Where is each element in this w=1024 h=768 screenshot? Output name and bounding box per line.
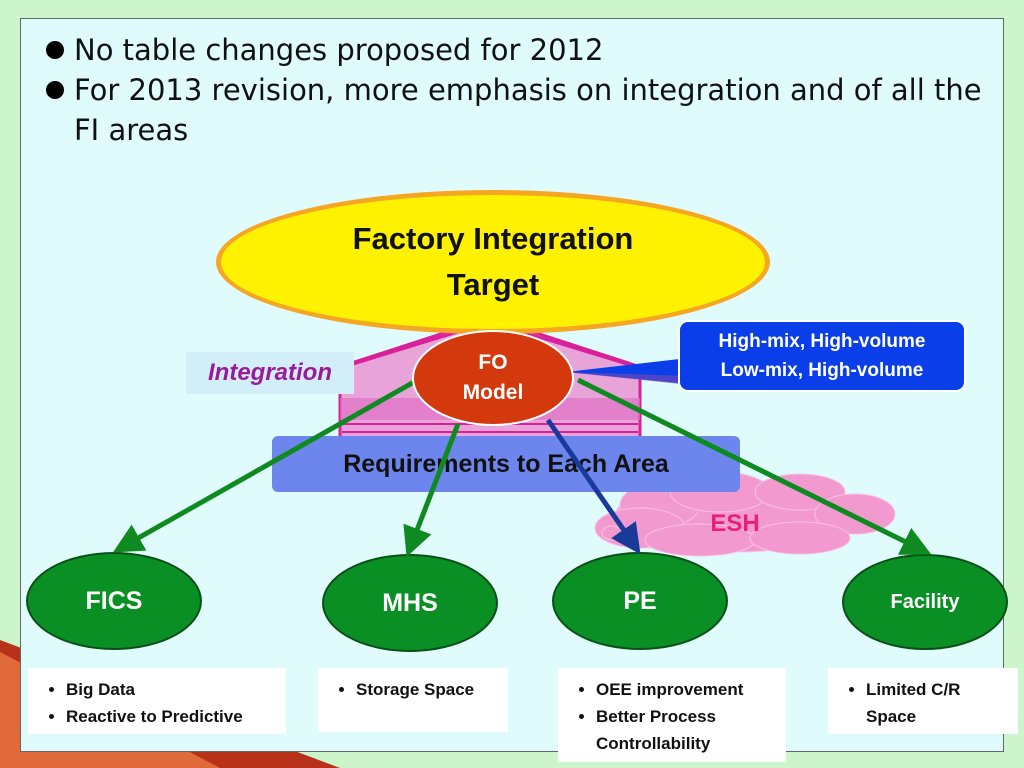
fo-model: FO Model bbox=[412, 330, 574, 426]
mix-volume-callout: High-mix, High-volume Low-mix, High-volu… bbox=[678, 320, 966, 392]
bullet-list: No table changes proposed for 2012 For 2… bbox=[44, 30, 984, 150]
detail-item: Big Data bbox=[66, 676, 278, 703]
fo-line-1: FO bbox=[478, 351, 508, 374]
integration-label: Integration bbox=[186, 352, 354, 394]
facility-details: Limited C/R Space bbox=[828, 668, 1018, 734]
area-name: FICS bbox=[85, 586, 143, 615]
bullet-item: For 2013 revision, more emphasis on inte… bbox=[44, 70, 984, 150]
bullet-dot-icon bbox=[46, 81, 64, 99]
arrow-to-facility bbox=[576, 377, 932, 555]
callout-line-2: Low-mix, High-volume bbox=[720, 360, 924, 381]
detail-item: OEE improvement bbox=[596, 676, 778, 703]
area-facility: Facility bbox=[842, 554, 1008, 650]
fics-details: Big Data Reactive to Predictive bbox=[28, 668, 286, 734]
bullet-text: No table changes proposed for 2012 bbox=[74, 33, 604, 67]
esh-cloud bbox=[594, 471, 896, 557]
pe-details: OEE improvement Better Process Controlla… bbox=[558, 668, 786, 762]
mhs-details: Storage Space bbox=[318, 668, 508, 732]
arrow-to-pe bbox=[545, 418, 641, 555]
area-pe: PE bbox=[552, 552, 728, 650]
arrow-to-fics bbox=[112, 379, 416, 553]
target-line-1: Factory Integration bbox=[352, 221, 634, 256]
callout-line-1: High-mix, High-volume bbox=[718, 331, 926, 352]
fo-line-2: Model bbox=[462, 381, 524, 404]
esh-label: ESH bbox=[710, 510, 760, 537]
requirements-banner: Requirements to Each Area bbox=[272, 436, 740, 492]
area-name: PE bbox=[623, 586, 657, 615]
area-fics: FICS bbox=[26, 552, 202, 650]
detail-item: Reactive to Predictive bbox=[66, 703, 278, 730]
detail-item: Limited C/R Space bbox=[866, 676, 1010, 730]
bullet-text: For 2013 revision, more emphasis on inte… bbox=[74, 73, 982, 147]
bullet-dot-icon bbox=[46, 41, 64, 59]
target-line-2: Target bbox=[446, 267, 540, 302]
detail-item: Storage Space bbox=[356, 676, 500, 703]
detail-item: Better Process Controllability bbox=[596, 703, 778, 757]
area-mhs: MHS bbox=[322, 554, 498, 652]
callout-pointer-shade bbox=[566, 372, 690, 384]
bullet-item: No table changes proposed for 2012 bbox=[44, 30, 984, 70]
arrow-to-mhs bbox=[403, 423, 461, 557]
area-name: MHS bbox=[382, 588, 438, 617]
area-name: Facility bbox=[890, 590, 960, 613]
